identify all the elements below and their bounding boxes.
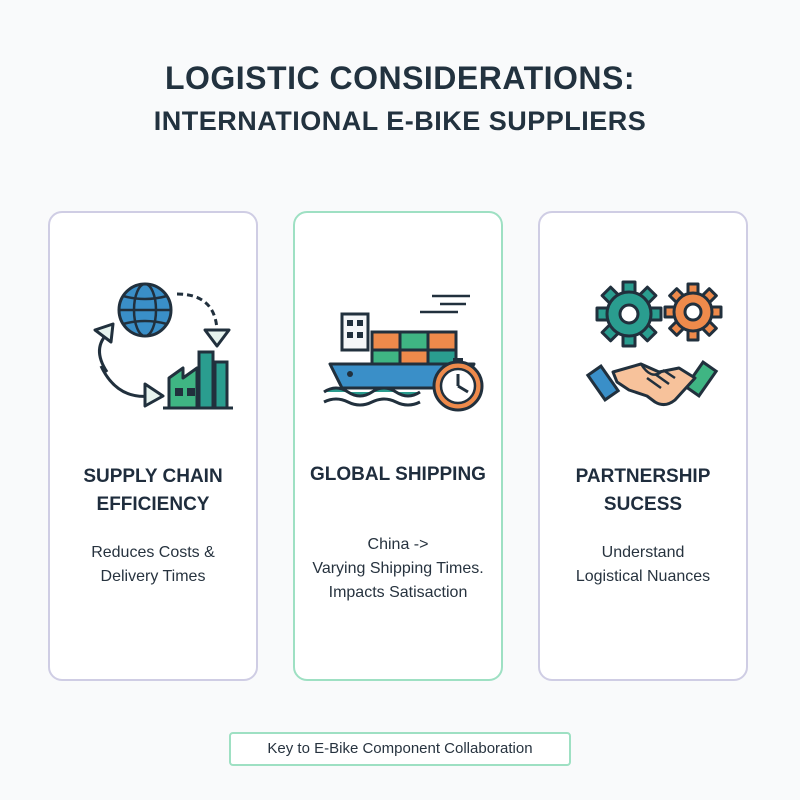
card-global-shipping: GLOBAL SHIPPING China -> Varying Shippin… bbox=[293, 211, 503, 681]
globe-factory-cycle-icon bbox=[93, 282, 233, 410]
card-description: Understand Logistical Nuances bbox=[575, 544, 711, 585]
footer-caption: Key to E-Bike Component Collaboration bbox=[229, 732, 571, 766]
card-description: China -> Varying Shipping Times. Impacts… bbox=[312, 536, 484, 601]
card-supply-chain: SUPPLY CHAIN EFFICIENCY Reduces Costs & … bbox=[48, 211, 258, 681]
page-subtitle: INTERNATIONAL E-BIKE SUPPLIERS bbox=[153, 106, 647, 136]
gears-handshake-icon bbox=[585, 280, 723, 407]
card-partnership: PARTNERSHIP SUCESS Understand Logistical… bbox=[538, 211, 748, 681]
card-heading: GLOBAL SHIPPING bbox=[310, 464, 486, 485]
card-description: Reduces Costs & Delivery Times bbox=[91, 544, 215, 585]
page-title: LOGISTIC CONSIDERATIONS: bbox=[164, 60, 636, 96]
card-heading: SUPPLY CHAIN EFFICIENCY bbox=[83, 466, 223, 515]
cargo-ship-clock-icon bbox=[323, 294, 484, 412]
card-heading: PARTNERSHIP SUCESS bbox=[575, 466, 711, 515]
